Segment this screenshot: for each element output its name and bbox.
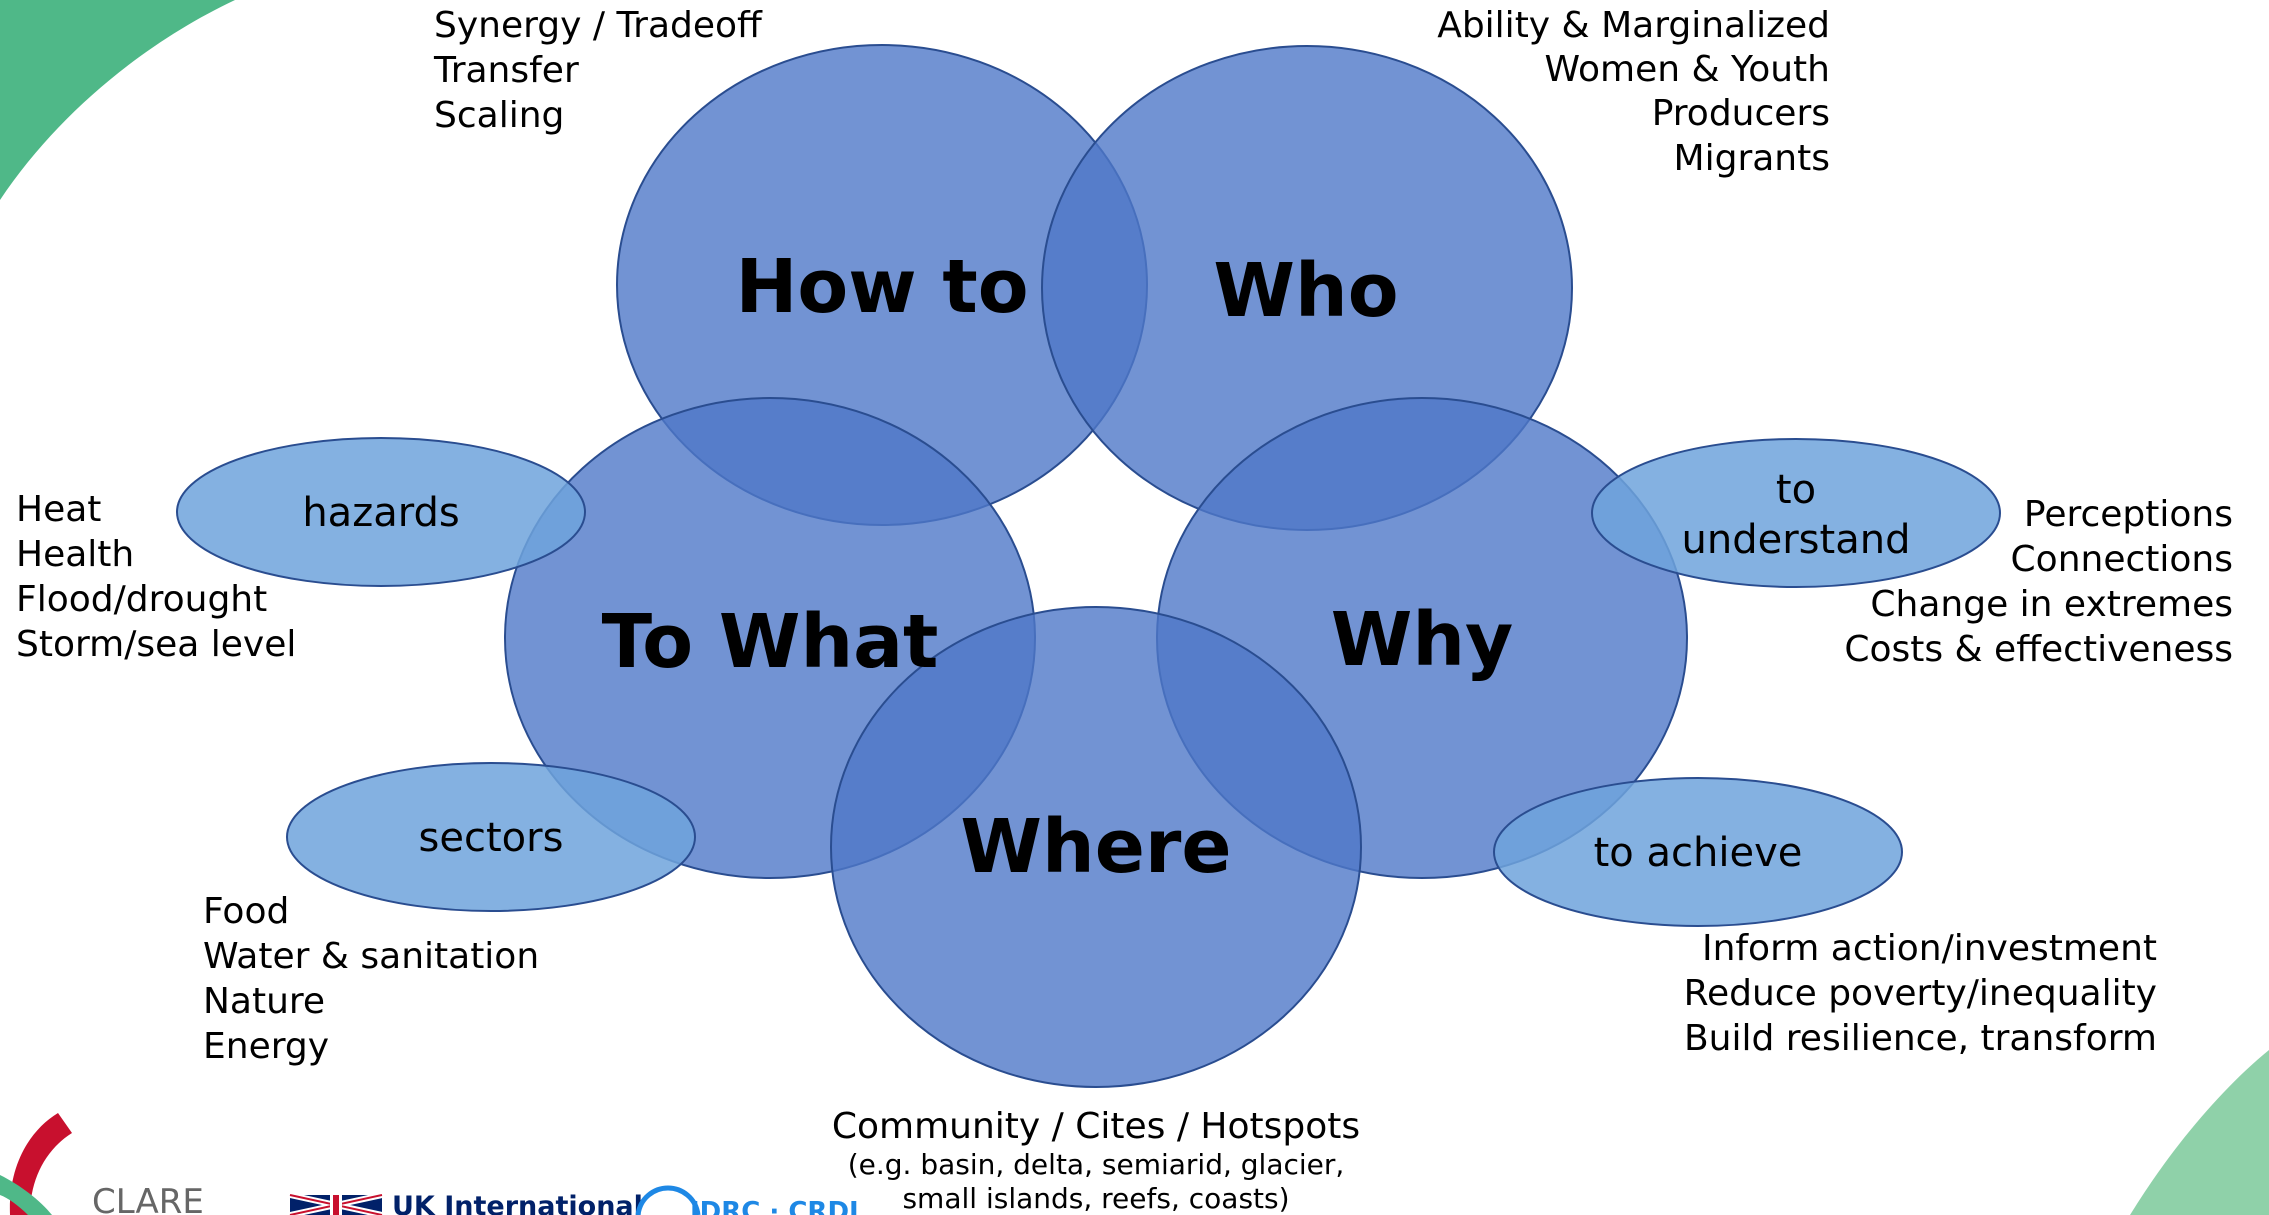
list-item: Food [203, 891, 289, 932]
who-list: Ability & Marginalized Women & Youth Pro… [1437, 5, 1830, 179]
list-item: Heat [16, 489, 101, 530]
where-label: Where [960, 804, 1231, 890]
list-item: Energy [203, 1026, 329, 1067]
idrc-logo: IDRC · CRDI [635, 1185, 859, 1215]
where-caption: Community / Cites / Hotspots (e.g. basin… [832, 1106, 1360, 1215]
uk-international-logo: UK International [289, 1191, 643, 1215]
clare-logo-red-mark [9, 1113, 72, 1215]
list-item: Connections [2011, 539, 2233, 580]
list-item: Costs & effectiveness [1844, 629, 2233, 670]
hazards-label: hazards [302, 490, 459, 536]
list-item: Synergy / Tradeoff [434, 5, 763, 46]
idrc-logo-text: IDRC · CRDI [690, 1197, 859, 1215]
list-item: Flood/drought [16, 579, 267, 620]
sectors-label: sectors [419, 815, 564, 861]
why-label: Why [1331, 597, 1514, 683]
list-item: Producers [1652, 93, 1830, 134]
list-item: Change in extremes [1870, 584, 2233, 625]
sectors-list: Food Water & sanitation Nature Energy [203, 891, 539, 1067]
to-understand-label-line2: understand [1682, 517, 1911, 563]
to-understand-label-line1: to [1776, 467, 1816, 513]
sectors-ellipse [286, 762, 696, 912]
list-item: Build resilience, transform [1684, 1018, 2157, 1059]
achieve-list: Inform action/investment Reduce poverty/… [1684, 928, 2157, 1059]
hazards-list: Heat Health Flood/drought Storm/sea leve… [16, 489, 296, 665]
who-label: Who [1213, 248, 1398, 334]
to-what-label: To What [602, 599, 939, 685]
list-item: Inform action/investment [1702, 928, 2157, 969]
bottom-right-green-corner [2130, 1050, 2269, 1215]
how-to-list: Synergy / Tradeoff Transfer Scaling [433, 5, 763, 136]
understand-list: Perceptions Connections Change in extrem… [1844, 494, 2233, 670]
top-left-green-corner [0, 0, 235, 200]
where-sub-text: (e.g. basin, delta, semiarid, glacier, [848, 1148, 1345, 1181]
how-to-label: How to [735, 244, 1028, 330]
uk-logo-text: UK International [392, 1191, 643, 1215]
list-item: Water & sanitation [203, 936, 539, 977]
list-item: Nature [203, 981, 325, 1022]
clare-logo: CLARE [0, 1113, 204, 1215]
to-achieve-ellipse [1493, 777, 1903, 927]
clare-logo-green-mark [0, 1175, 52, 1215]
where-main-text: Community / Cites / Hotspots [832, 1106, 1360, 1147]
idrc-logo-icon [635, 1185, 701, 1215]
where-circle [830, 606, 1362, 1088]
circles-group [504, 44, 1688, 1088]
list-item: Reduce poverty/inequality [1684, 973, 2157, 1014]
to-understand-ellipse [1591, 438, 2001, 588]
list-item: Storm/sea level [16, 624, 296, 665]
list-item: Perceptions [2024, 494, 2233, 535]
clare-logo-text: CLARE [92, 1182, 204, 1215]
hazards-ellipse [176, 437, 586, 587]
uk-flag-bar-red [333, 1195, 339, 1215]
ellipses-group [176, 437, 2001, 927]
to-achieve-label: to achieve [1594, 830, 1803, 876]
list-item: Women & Youth [1545, 49, 1831, 90]
list-item: Scaling [434, 95, 564, 136]
list-item: Transfer [433, 50, 579, 91]
list-item: Health [16, 534, 134, 575]
list-item: Ability & Marginalized [1437, 5, 1830, 46]
list-item: Migrants [1674, 138, 1830, 179]
where-sub-text: small islands, reefs, coasts) [902, 1182, 1289, 1215]
